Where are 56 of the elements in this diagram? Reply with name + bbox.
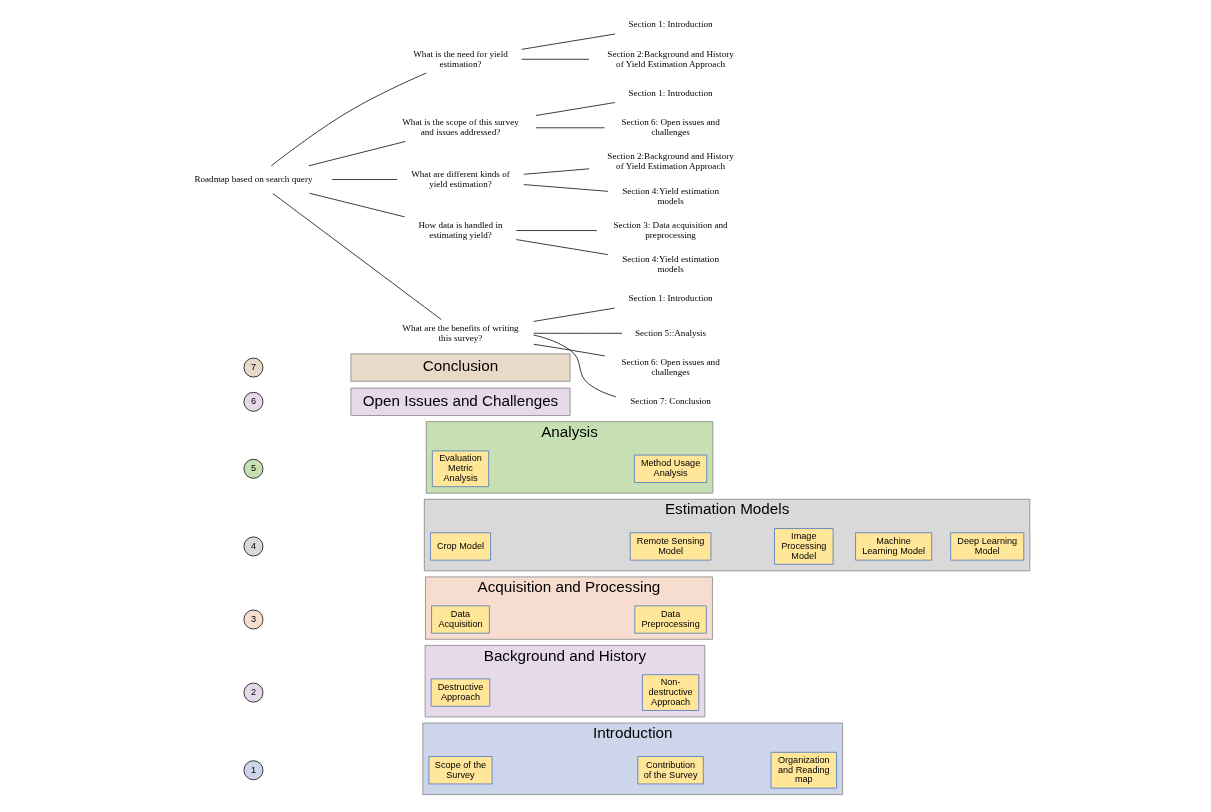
node-box: Data Preprocessing: [634, 605, 707, 634]
node-text: Section 1: Introduction: [628, 293, 713, 304]
node-text: What are the benefits of writing this survey?: [402, 322, 519, 343]
node-box: Organization and Reading map: [770, 751, 837, 789]
node-box: Data Acquisition: [431, 605, 490, 634]
node-box: Destructive Approach: [430, 678, 491, 707]
connector: [533, 332, 623, 334]
connector: [533, 307, 616, 322]
node-text: Section 3: Data acquisition and preprocessing: [613, 219, 728, 240]
node-text: Section 2:Background and History of Yield Estimation Approach: [607, 151, 734, 172]
node-text: Section 6: Open issues and challenges: [621, 356, 720, 377]
connector: [331, 179, 398, 180]
connector: [308, 141, 406, 167]
node-text: Section 6: Open issues and challenges: [621, 117, 720, 138]
connector: [523, 184, 609, 192]
node-text: What are different kinds of yield estimation?: [411, 168, 510, 189]
node-circle: 1: [243, 760, 264, 781]
node-circle: 2: [243, 682, 264, 703]
connector: [533, 343, 606, 357]
node-box: Non-destructive Approach: [642, 674, 700, 711]
node-box: Image Processing Model: [774, 528, 834, 565]
node-circle: 6: [243, 391, 264, 412]
node-text: Section 5::Analysis: [634, 327, 707, 338]
connector: [309, 192, 405, 218]
node-text: How data is handled in estimating yield?: [418, 219, 503, 240]
node-box: Open Issues and Challenges: [350, 387, 571, 416]
connector: [521, 33, 616, 50]
node-text: Section 2:Background and History of Yield Estimation Approach: [607, 48, 734, 69]
node-text: What is the need for yield estimation?: [413, 48, 508, 69]
node-text: Section 4:Yield estimation models: [622, 254, 719, 275]
node-box: Machine Learning Model: [855, 532, 933, 561]
node-box: Conclusion: [350, 353, 571, 382]
node-text: Section 7: Conclusion: [630, 396, 711, 407]
connector: [533, 334, 617, 398]
connector: [515, 239, 609, 255]
node-circle: 7: [243, 357, 264, 378]
node-circle: 4: [243, 536, 264, 557]
node-box: Contribution of the Survey: [637, 756, 704, 785]
node-box: Crop Model: [430, 532, 491, 561]
node-text: Section 4:Yield estimation models: [622, 185, 719, 206]
node-text: Roadmap based on search query: [194, 173, 313, 184]
node-text: Section 1: Introduction: [628, 87, 713, 98]
node-text: Section 1: Introduction: [628, 19, 713, 30]
node-text: What is the scope of this survey and issues addressed?: [402, 117, 519, 138]
node-circle: 3: [243, 609, 264, 630]
node-box: Method Usage Analysis: [634, 454, 708, 483]
node-circle: 5: [243, 458, 264, 479]
connector: [271, 72, 427, 167]
connector: [523, 168, 590, 175]
connector: [515, 230, 598, 231]
node-box: Remote Sensing Model: [629, 532, 712, 561]
node-box: Deep Learning Model: [950, 532, 1025, 561]
node-box: Evaluation Metric Analysis: [431, 450, 490, 488]
connector: [535, 102, 616, 116]
node-box: Scope of the Survey: [428, 756, 493, 785]
connector: [272, 193, 442, 320]
